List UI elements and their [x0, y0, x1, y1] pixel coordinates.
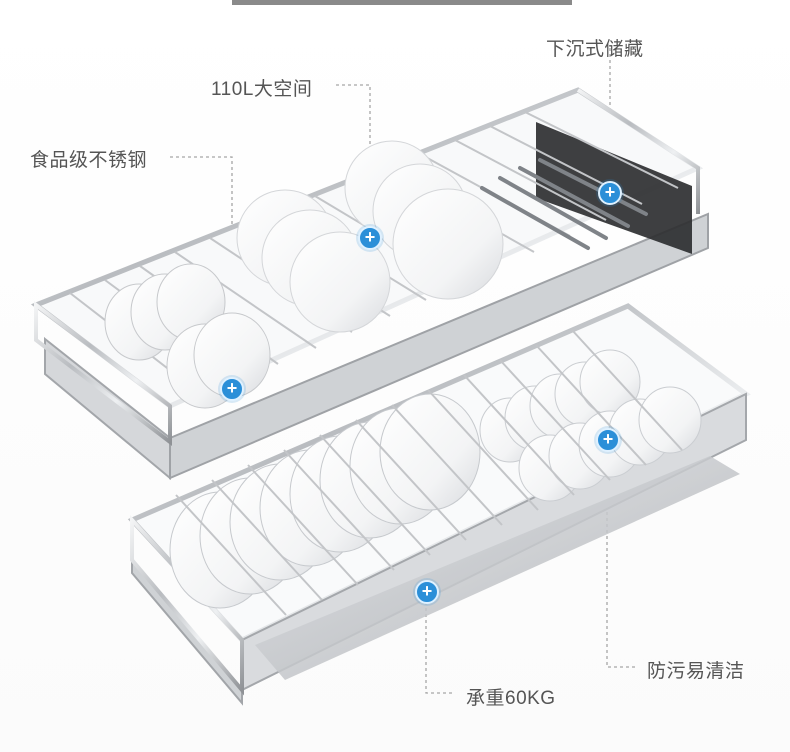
sunken-storage-label: 下沉式储藏 — [546, 39, 644, 60]
easy-clean-label: 防污易清洁 — [647, 661, 745, 682]
stainless-steel-label: 食品级不锈钢 — [30, 150, 148, 171]
storage-hotspot-button[interactable]: + — [598, 181, 622, 205]
load-capacity-label: 承重60KG — [466, 688, 556, 709]
stainless-hotspot-button[interactable]: + — [220, 377, 244, 401]
load-hotspot-button[interactable]: + — [415, 580, 439, 604]
capacity-label: 110L大空间 — [211, 79, 313, 100]
lower-rack — [127, 303, 751, 706]
clean-hotspot-button[interactable]: + — [596, 428, 620, 452]
top-strip — [232, 0, 572, 5]
capacity-hotspot-button[interactable]: + — [358, 226, 382, 250]
